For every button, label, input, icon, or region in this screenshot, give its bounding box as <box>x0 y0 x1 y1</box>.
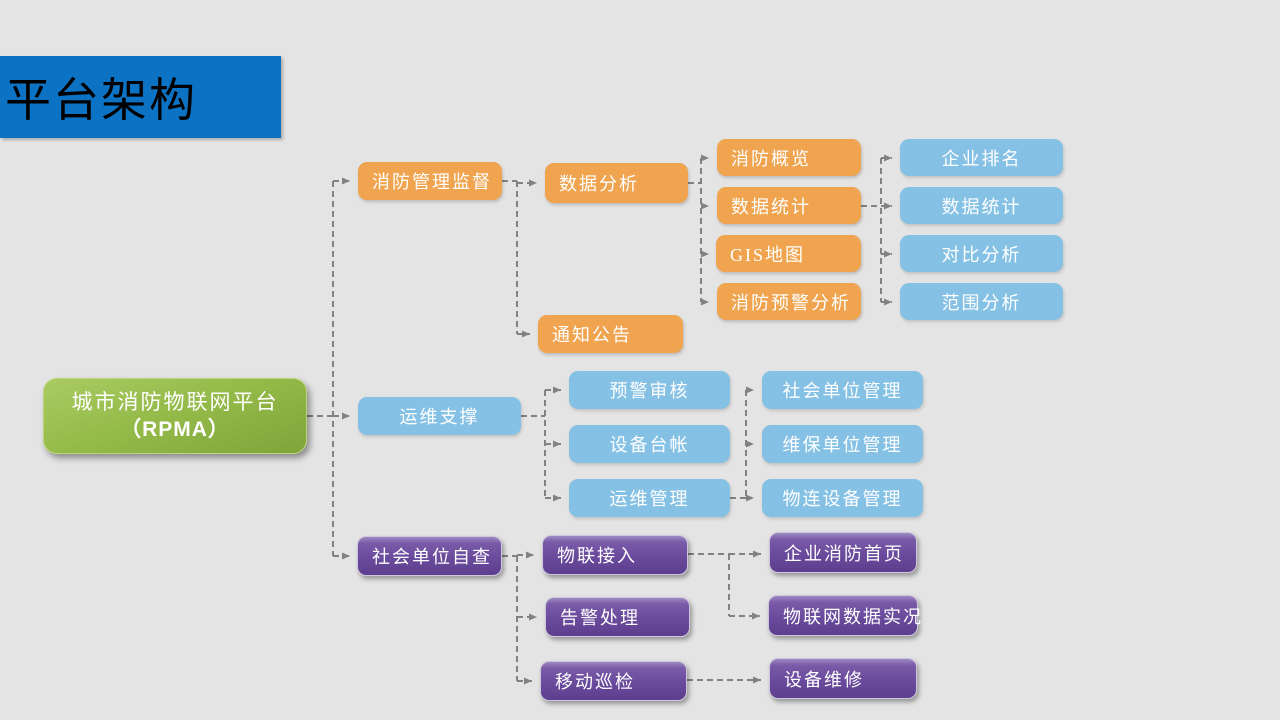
node-enterprise-ranking: 企业排名 <box>900 139 1063 176</box>
connector-operation-management <box>730 386 754 502</box>
node-iot-access: 物联接入 <box>542 535 688 575</box>
node-maintenance-unit-management: 维保单位管理 <box>762 425 923 463</box>
node-equipment-repair: 设备维修 <box>769 658 917 699</box>
connector-operation-support <box>521 386 561 502</box>
node-comparison-analysis: 对比分析 <box>900 235 1063 272</box>
node-data-analysis: 数据分析 <box>545 163 688 203</box>
connector-data-analysis <box>688 154 709 306</box>
node-fire-warning-analysis: 消防预警分析 <box>717 283 861 320</box>
node-equipment-ledger: 设备台帐 <box>569 425 730 463</box>
node-gis-map: GIS地图 <box>716 235 861 272</box>
root-node-line2: （RPMA） <box>120 418 230 441</box>
connector-iot-access <box>688 550 761 620</box>
node-operation-support: 运维支撑 <box>358 397 521 435</box>
root-node-platform: 城市消防物联网平台 （RPMA） <box>43 378 307 454</box>
connector-supervision <box>502 179 537 338</box>
node-range-analysis: 范围分析 <box>900 283 1063 320</box>
node-fire-overview: 消防概览 <box>717 139 861 176</box>
node-data-statistics: 数据统计 <box>717 187 861 224</box>
connector-root-branches <box>307 177 350 560</box>
page-title: 平台架构 <box>0 56 281 138</box>
node-fire-management-supervision: 消防管理监督 <box>358 162 502 200</box>
node-mobile-inspection: 移动巡检 <box>540 661 687 701</box>
node-notice-announcement: 通知公告 <box>538 315 683 353</box>
node-data-statistics-2: 数据统计 <box>900 187 1063 224</box>
connector-data-statistics <box>861 154 892 306</box>
connector-self-inspection <box>502 551 537 685</box>
node-social-unit-self-inspection: 社会单位自查 <box>357 536 502 576</box>
node-operation-management: 运维管理 <box>569 479 730 517</box>
node-alarm-handling: 告警处理 <box>545 597 690 637</box>
root-node-line1: 城市消防物联网平台 <box>71 389 279 414</box>
node-enterprise-fire-homepage: 企业消防首页 <box>769 532 917 573</box>
node-iot-device-management: 物连设备管理 <box>762 479 923 517</box>
node-iot-data-live: 物联网数据实况 <box>768 595 921 636</box>
node-social-unit-management: 社会单位管理 <box>762 371 923 409</box>
node-warning-review: 预警审核 <box>569 371 730 409</box>
